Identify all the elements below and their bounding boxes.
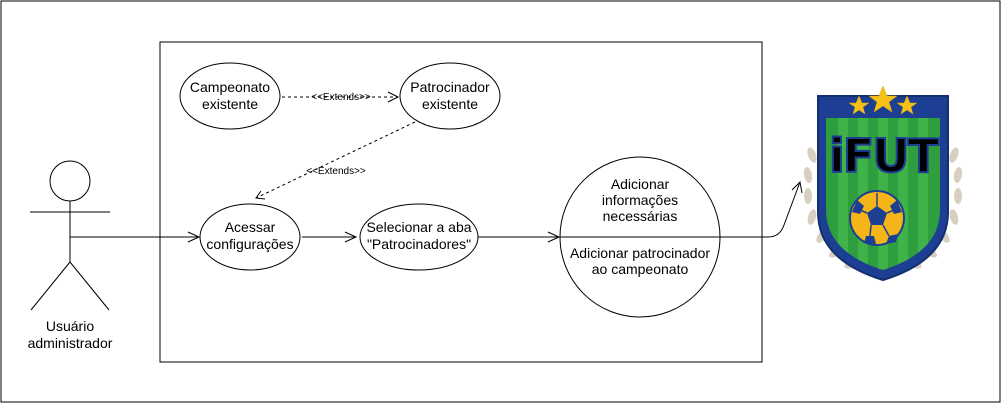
ifut-logo: iFUT xyxy=(803,85,963,282)
soccer-ball-icon xyxy=(849,190,905,246)
use-case-ellipse xyxy=(399,62,501,130)
arrowhead-actor-to-acessar xyxy=(187,231,201,243)
arrowhead-adicionar-to-logo xyxy=(791,180,803,194)
extends-diagonal-line xyxy=(255,121,416,199)
use-case-label-line2: configurações xyxy=(206,236,293,252)
use-case-label-line1: Patrocinador xyxy=(410,79,490,95)
actor-name-line2: administrador xyxy=(28,335,113,351)
use-case-ellipse xyxy=(199,203,301,271)
use-case-campeonato-existente[interactable]: Campeonato existente xyxy=(179,62,281,130)
actor-figure[interactable] xyxy=(30,160,110,311)
actor-left-leg xyxy=(30,261,71,311)
star-icon xyxy=(868,85,898,113)
star-icons xyxy=(848,85,918,115)
use-case-label-line2: existente xyxy=(422,96,478,112)
use-case-label-line1: Adicionar xyxy=(611,176,670,192)
use-case-ellipse xyxy=(359,203,479,271)
extends-diagonal-arrowhead xyxy=(255,190,266,200)
use-case-label-line5: ao campeonato xyxy=(592,261,689,277)
star-icon xyxy=(896,95,918,115)
actor-name-line1: Usuário xyxy=(46,318,94,334)
extends-relations xyxy=(255,96,416,199)
actor-right-leg xyxy=(69,261,110,311)
use-case-selecionar-aba[interactable]: Selecionar a aba "Patrocinadores" xyxy=(359,203,479,271)
use-case-ellipse xyxy=(179,62,281,130)
use-case-label-line2: informações xyxy=(602,192,678,208)
use-case-label-line2: existente xyxy=(202,96,258,112)
use-case-label-line1: Campeonato xyxy=(190,79,270,95)
use-case-label-line3: necessárias xyxy=(603,208,678,224)
use-case-patrocinador-existente[interactable]: Patrocinador existente xyxy=(399,62,501,130)
actor-head xyxy=(49,160,91,202)
extends-top-label: <<Extends>> xyxy=(311,92,371,103)
flow-arrows xyxy=(70,180,803,243)
use-case-label-line1: Selecionar a aba xyxy=(366,219,471,235)
use-case-label-line4: Adicionar patrocinador xyxy=(570,245,710,261)
arrow-adicionar-to-logo xyxy=(720,181,801,238)
arrowhead-selecionar-to-adicionar xyxy=(547,231,561,243)
logo-text: iFUT xyxy=(829,129,940,183)
use-case-label-line1: Acessar xyxy=(225,219,276,235)
extends-arrowheads xyxy=(255,91,400,200)
extends-top-arrowhead xyxy=(387,91,400,103)
use-case-label-line2: "Patrocinadores" xyxy=(367,236,471,252)
arrowhead-acessar-to-selecionar xyxy=(344,231,358,243)
star-icon xyxy=(848,95,870,115)
use-case-adicionar-patrocinador[interactable]: Adicionar informações necessárias Adicio… xyxy=(559,156,721,318)
extends-diagonal-label: <<Extends>> xyxy=(306,166,366,177)
use-case-acessar-configuracoes[interactable]: Acessar configurações xyxy=(199,203,301,271)
